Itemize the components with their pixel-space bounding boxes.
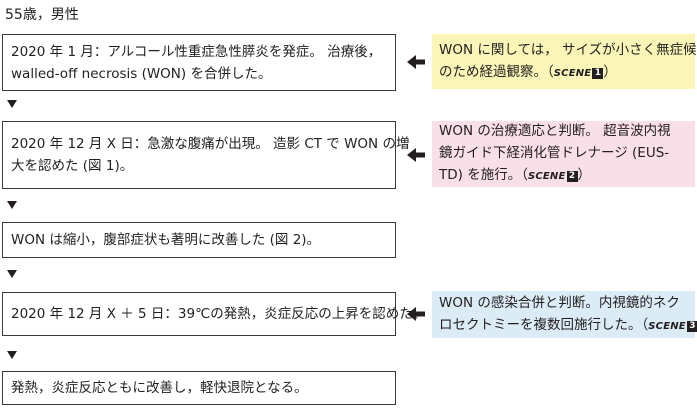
scene-label: SCENE [648, 320, 686, 332]
case-header: 55歳，男性 [5, 7, 79, 23]
timeline-step-5: 発熱，炎症反応ともに改善し，軽快退院となる。 [2, 371, 396, 405]
step-5-line-1: 発熱，炎症反応ともに改善し，軽快退院となる。 [11, 380, 308, 396]
scene-paren-open: （ [641, 316, 649, 333]
scene-label: SCENE [553, 67, 592, 79]
scene-note-2: WON の治療適応と判断。 超音波内視 鏡ガイド下経消化管ドレナージ (EUS-… [432, 121, 695, 187]
scene-number-badge: 3 [686, 320, 697, 332]
step-2-line-2: 大を認めた (図 1)。 [11, 158, 134, 174]
scene-paren-close: ） [577, 167, 592, 183]
note-2-line-2: 鏡ガイド下経消化管ドレナージ (EUS- [439, 145, 670, 161]
scene-paren-close: ） [603, 63, 617, 80]
timeline-step-2: 2020 年 12 月 X 日：急激な腹痛が出現。 造影 CT で WON の増… [2, 121, 410, 189]
note-2-line-1: WON の治療適応と判断。 超音波内視 [439, 123, 671, 139]
step-1-line-2: walled-off necrosis (WON) を合併した。 [11, 65, 272, 82]
step-3-line-1: WON は縮小，腹部症状も著明に改善した (図 2)。 [11, 232, 321, 248]
note-2-text: TD) を施行。 [439, 167, 522, 183]
note-3-text: ロセクトミーを複数回施行した。 [439, 316, 642, 333]
down-arrow-icon [7, 201, 17, 209]
timeline-step-1: 2020 年 1 月：アルコール性重症急性膵炎を発症。 治療後， walled-… [2, 34, 396, 91]
down-arrow-icon [7, 351, 17, 359]
timeline-step-3: WON は縮小，腹部症状も著明に改善した (図 2)。 [2, 222, 396, 258]
note-3-line-1: WON の感染合併と判断。内視鏡的ネク [439, 294, 680, 311]
scene-paren-open: （ [521, 167, 528, 183]
down-arrow-icon [7, 100, 17, 108]
scene-paren-open: （ [547, 63, 554, 80]
step-2-line-1: 2020 年 12 月 X 日：急激な腹痛が出現。 造影 CT で WON の増 [11, 136, 410, 152]
scene-label: SCENE [527, 171, 566, 182]
note-1-line-1: WON に関しては， サイズが小さく無症候 [439, 41, 697, 58]
step-4-line-1: 2020 年 12 月 X ＋ 5 日：39℃の発熱，炎症反応の上昇を認めた。 [11, 306, 427, 322]
left-arrow-icon [407, 55, 425, 69]
note-1-text: のため経過観察。 [439, 63, 547, 80]
timeline-step-4: 2020 年 12 月 X ＋ 5 日：39℃の発熱，炎症反応の上昇を認めた。 [2, 292, 427, 336]
down-arrow-icon [7, 270, 17, 278]
scene-note-3: WON の感染合併と判断。内視鏡的ネク ロセクトミーを複数回施行した。（SCEN… [432, 291, 697, 338]
left-arrow-icon [407, 307, 425, 321]
scene-number-badge: 2 [566, 171, 578, 182]
scene-number-badge: 1 [592, 67, 604, 79]
left-arrow-icon [407, 148, 425, 162]
step-1-line-1: 2020 年 1 月：アルコール性重症急性膵炎を発症。 治療後， [11, 43, 382, 60]
